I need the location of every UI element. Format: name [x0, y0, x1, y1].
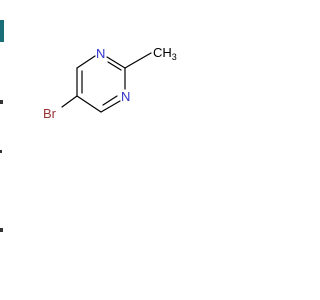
atom-label-subscript-3: 3 [172, 52, 177, 62]
bond-n3-c4 [100, 100, 121, 113]
edge-artifact-block [0, 20, 4, 42]
atom-label-br: Br [43, 106, 57, 121]
edge-artifact-tick [0, 228, 3, 232]
bond-c4-c5 [76, 95, 102, 113]
edge-artifact-tick [0, 100, 3, 104]
edge-artifact-tick [0, 150, 2, 153]
atom-label-ch: CH [153, 45, 172, 60]
bond-n1-c2-double [107, 61, 122, 71]
bond-n1-c2 [106, 56, 126, 69]
bond-n3-c4-double [102, 95, 118, 106]
molecule-structure: N N Br CH3 [0, 20, 177, 232]
bond-c5-br [61, 95, 78, 108]
atom-label-n3: N [121, 89, 130, 104]
pyrimidine-ring [76, 55, 126, 113]
atom-label-ch3: CH3 [153, 45, 177, 62]
bond-c6-n1 [76, 55, 96, 69]
bond-c2-methyl [124, 52, 152, 69]
atom-label-n1: N [96, 46, 105, 61]
